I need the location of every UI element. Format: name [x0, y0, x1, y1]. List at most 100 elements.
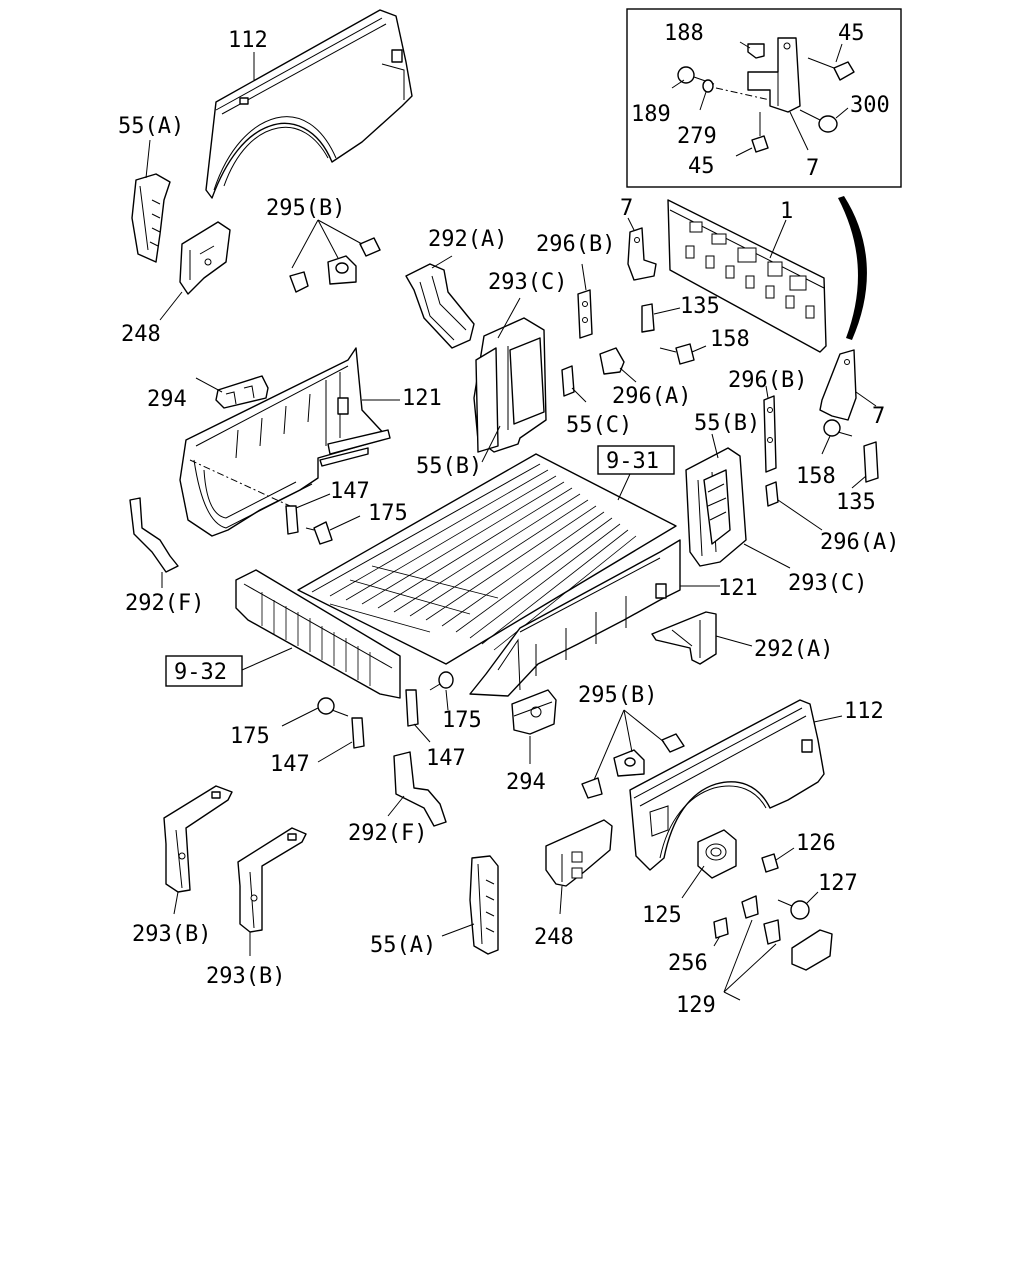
label-292A-top: 292(A) [428, 227, 507, 252]
bolt-175-bl [317, 697, 349, 717]
label-175-bm: 175 [442, 708, 482, 733]
label-248-top: 248 [121, 322, 161, 347]
bracket-248-bottom [545, 819, 613, 887]
ref-box-9-31 [597, 445, 675, 475]
bracket-292F-left [129, 497, 179, 573]
bracket-292A-top [405, 263, 475, 349]
label-189: 189 [631, 102, 671, 127]
label-147-bl: 147 [270, 752, 310, 777]
label-158-right: 158 [796, 464, 836, 489]
fuel-housing-125 [697, 829, 737, 879]
bolt-158-left [659, 343, 695, 365]
label-158-left: 158 [710, 327, 750, 352]
label-175-bl: 175 [230, 724, 270, 749]
label-294-bottom: 294 [506, 770, 546, 795]
side-panel-121-left [179, 347, 391, 537]
label-121-right: 121 [718, 576, 758, 601]
label-296B-left: 296(B) [536, 232, 615, 257]
reinforcement-293C-left [473, 317, 547, 453]
nut-45-bottom [751, 112, 769, 153]
label-147-bm: 147 [426, 746, 466, 771]
reinforcement-293C-right [685, 447, 747, 567]
label-248-bottom: 248 [534, 925, 574, 950]
label-55B-right: 55(B) [694, 411, 760, 436]
label-292F-left: 292(F) [125, 591, 204, 616]
clip-296B-left [577, 289, 593, 339]
side-panel-121-right [469, 539, 681, 697]
label-294-top: 294 [147, 387, 187, 412]
reinforcement-293B-b [237, 827, 307, 933]
cargo-floor-9-31 [297, 453, 677, 665]
label-45-top: 45 [838, 21, 865, 46]
label-126: 126 [796, 831, 836, 856]
ref-box-9-32 [165, 655, 243, 687]
label-112-top: 112 [228, 28, 268, 53]
ref-9-31: 9-31 [606, 449, 659, 474]
clip-295B-upper [289, 237, 381, 293]
grommet-126 [761, 853, 779, 873]
label-296B-right: 296(B) [728, 368, 807, 393]
reinforcement-294-bottom [511, 689, 557, 735]
inset-frame [626, 8, 902, 188]
label-293B-a: 293(B) [132, 922, 211, 947]
bolt-189 [677, 66, 715, 85]
label-147-left: 147 [330, 479, 370, 504]
reinforcement-294-upper [215, 375, 269, 409]
label-279: 279 [677, 124, 717, 149]
tailgate-1 [667, 199, 827, 353]
washer-279 [702, 79, 714, 93]
label-121-left: 121 [402, 386, 442, 411]
bolt-175-bm [429, 671, 454, 691]
clip-147-bl [351, 717, 365, 749]
hinge-detail-inset: 188 45 189 279 300 45 7 [626, 8, 902, 188]
label-7-right: 7 [872, 404, 885, 429]
label-300: 300 [850, 93, 890, 118]
label-135-right: 135 [836, 490, 876, 515]
ref-9-32: 9-32 [174, 660, 227, 685]
clip-296B-right [763, 395, 777, 473]
bolt-175-left [305, 521, 333, 545]
label-1: 1 [780, 199, 793, 224]
label-127: 127 [818, 871, 858, 896]
label-175-left: 175 [368, 501, 408, 526]
inset-link-arc [838, 196, 867, 340]
clip-296A-left [599, 347, 625, 375]
label-45-bottom: 45 [688, 154, 715, 179]
pillar-55A-bottom [469, 855, 499, 955]
label-55B-left: 55(B) [416, 454, 482, 479]
hinge-bracket-part [747, 37, 801, 113]
label-7-inset: 7 [806, 156, 819, 181]
clip-296A-right [765, 481, 779, 507]
fender-112-upper [205, 9, 413, 199]
hinge-7-mid [627, 227, 657, 281]
label-292A-right: 292(A) [754, 637, 833, 662]
hinge-7-right [819, 349, 857, 421]
bolt-300 [799, 109, 838, 133]
bracket-248-upper [179, 221, 231, 295]
label-55A-top: 55(A) [118, 114, 184, 139]
label-55A-bottom: 55(A) [370, 933, 436, 958]
clip-147-bm [405, 689, 419, 727]
front-panel-9-32 [235, 569, 401, 699]
bolt-45-top [807, 57, 855, 81]
label-292F-bottom: 292(F) [348, 821, 427, 846]
label-256: 256 [668, 951, 708, 976]
label-295B-top: 295(B) [266, 196, 345, 221]
clip-188 [747, 43, 765, 59]
label-112-right: 112 [844, 699, 884, 724]
label-293C-left: 293(C) [488, 270, 567, 295]
centerline-left [189, 459, 291, 507]
reinforcement-293B-a [163, 785, 233, 893]
label-55C: 55(C) [566, 413, 632, 438]
bracket-135-right [863, 441, 879, 483]
bolt-127 [777, 899, 810, 920]
label-293C-right: 293(C) [788, 571, 867, 596]
label-293B-b: 293(B) [206, 964, 285, 989]
label-296A-right: 296(A) [820, 530, 899, 555]
bracket-135-left [641, 303, 655, 333]
label-295B-bottom: 295(B) [578, 683, 657, 708]
clip-295B-bottom [581, 733, 685, 799]
label-129: 129 [676, 993, 716, 1018]
label-188: 188 [664, 21, 704, 46]
